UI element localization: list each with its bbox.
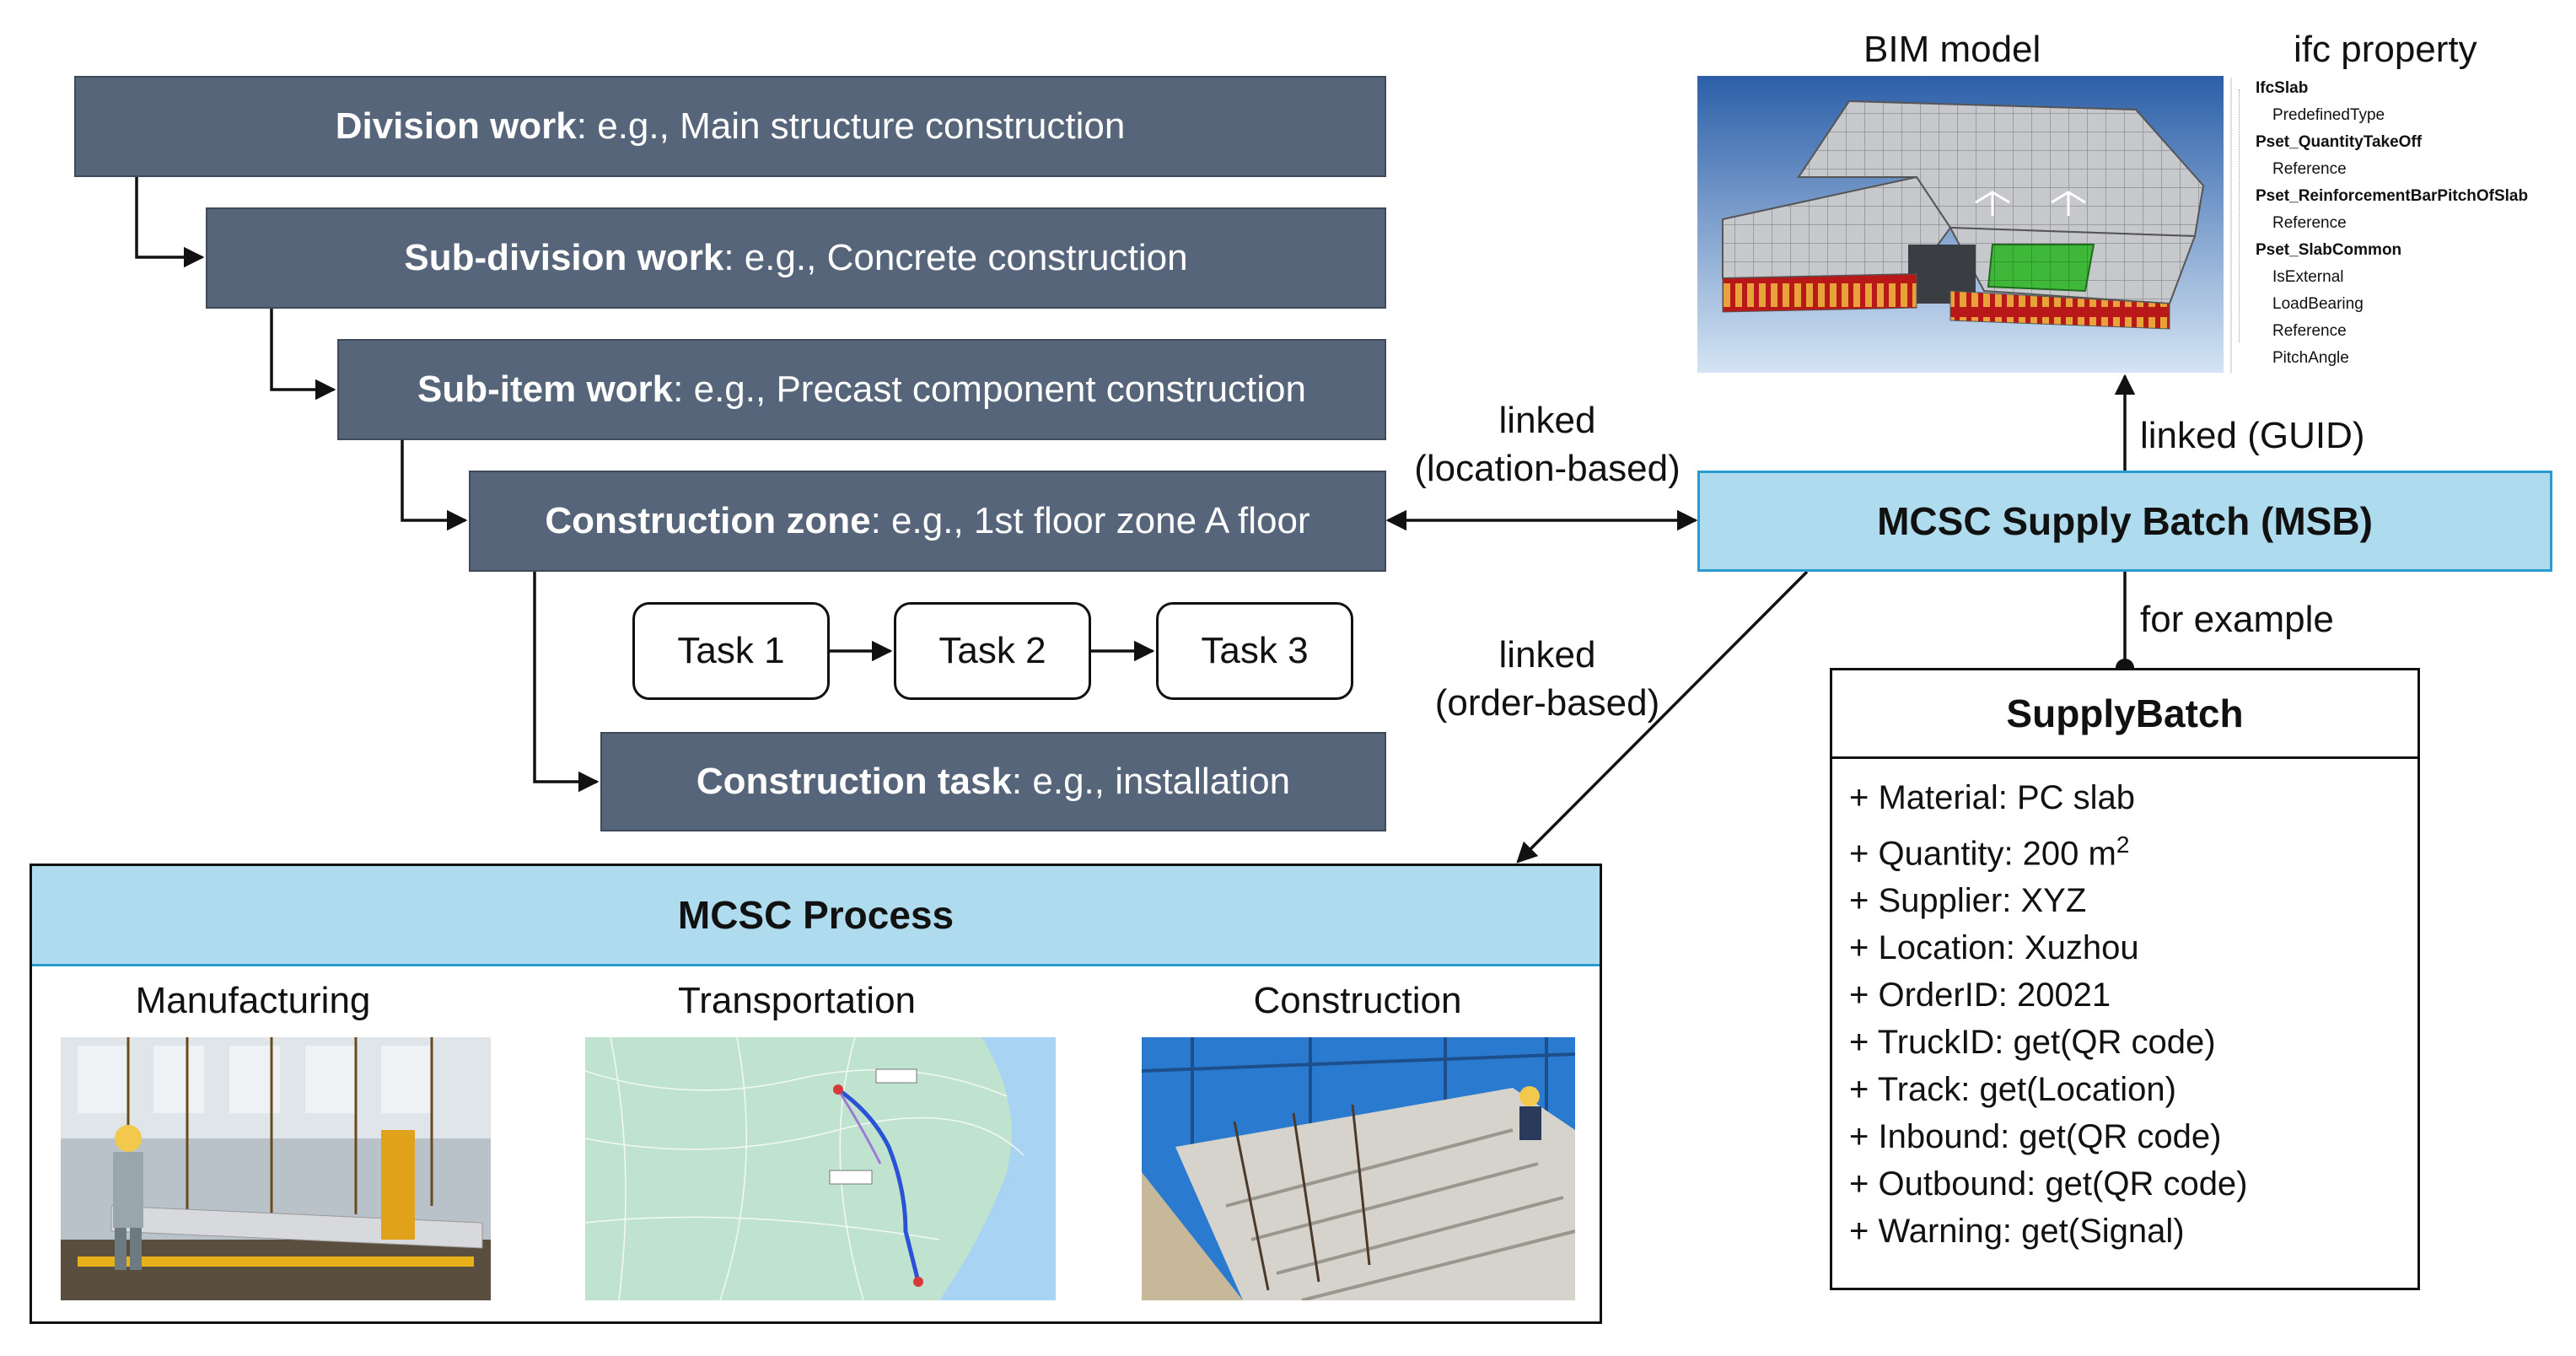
task-3-box: Task 3 [1156,602,1353,700]
link-location-line2: (location-based) [1414,448,1681,490]
mcsc-process-title: MCSC Process [32,866,1600,966]
stage-label-manufacturing: Manufacturing [135,980,371,1021]
ifc-tree-guide-line [2239,89,2240,342]
attr-quantity-text: + Quantity: 200 m [1849,835,2116,873]
transportation-map-image [585,1037,1056,1300]
ifc-property-tree: IfcSlab PredefinedType Pset_QuantityTake… [2230,78,2551,373]
ifc-tree-item: LoadBearing [2272,295,2364,313]
attr-orderid: + OrderID: 20021 [1849,977,2111,1014]
division-work-term: Division work [335,105,577,147]
ifc-tree-item: Pset_SlabCommon [2256,241,2402,259]
attr-quantity: + Quantity: 200 m2 [1832,821,2417,877]
division-work-box: Division work: e.g., Main structure cons… [74,76,1386,177]
attr-outbound: + Outbound: get(QR code) [1849,1165,2248,1203]
msb-box: MCSC Supply Batch (MSB) [1697,471,2552,572]
subdivision-work-term: Sub-division work [404,237,724,278]
link-guid-label: linked (GUID) [2140,415,2365,456]
supplybatch-title: SupplyBatch [1832,670,2417,759]
ifc-tree-item: Reference [2272,160,2347,178]
subitem-work-example: : e.g., Precast component construction [673,369,1306,410]
arrow-msb-process [1516,570,1809,864]
attr-track: + Track: get(Location) [1849,1071,2176,1109]
attr-inbound: + Inbound: get(QR code) [1849,1118,2222,1156]
division-work-example: : e.g., Main structure construction [576,105,1126,147]
link-location-label: linked (location-based) [1400,396,1695,492]
elbow-subdivision-to-subitem [270,309,336,401]
construction-zone-example: : e.g., 1st floor zone A floor [870,500,1310,541]
construction-task-example: : e.g., installation [1011,761,1291,802]
stage-label-construction: Construction [1253,980,1462,1021]
manufacturing-image [61,1037,491,1300]
attr-quantity-superscript: 2 [2116,831,2130,858]
subdivision-work-box: Sub-division work: e.g., Concrete constr… [206,207,1386,309]
ifc-tree-item: PredefinedType [2272,106,2385,124]
attr-material: + Material: PC slab [1849,779,2136,816]
ifc-tree-item: PitchAngle [2272,349,2349,367]
link-location-line1: linked [1498,400,1596,441]
construction-site-image [1142,1037,1575,1300]
ifc-tree-item: Reference [2272,322,2347,340]
subitem-work-box: Sub-item work: e.g., Precast component c… [337,339,1386,440]
construction-zone-box: Construction zone: e.g., 1st floor zone … [469,471,1386,572]
attr-truckid: + TruckID: get(QR code) [1849,1024,2216,1062]
bim-model-image [1697,76,2224,373]
attr-warning: + Warning: get(Signal) [1849,1213,2185,1251]
link-order-line1: linked [1498,634,1596,675]
task-2-box: Task 2 [894,602,1091,700]
for-example-label: for example [2140,599,2334,640]
construction-task-box: Construction task: e.g., installation [600,732,1386,831]
bim-model-label: BIM model [1863,29,2041,70]
subitem-work-term: Sub-item work [417,369,674,410]
ifc-property-label: ifc property [2294,29,2477,70]
ifc-tree-item: Reference [2272,214,2347,232]
supplybatch-attributes: + Material: PC slab + Quantity: 200 m2 +… [1832,759,2417,1255]
attr-location: + Location: Xuzhou [1849,929,2139,967]
stage-label-transportation: Transportation [677,980,917,1021]
subdivision-work-example: : e.g., Concrete construction [723,237,1188,278]
elbow-zone-to-task [533,572,600,793]
ifc-tree-item: IsExternal [2272,268,2344,286]
ifc-tree-item: Pset_QuantityTakeOff [2256,133,2423,151]
supplybatch-class-box: SupplyBatch + Material: PC slab + Quanti… [1830,668,2420,1290]
ifc-tree-item: Pset_ReinforcementBarPitchOfSlab [2256,187,2529,205]
attr-supplier: + Supplier: XYZ [1849,882,2087,920]
elbow-subitem-to-zone [401,440,468,531]
construction-task-term: Construction task [696,761,1012,802]
task-1-box: Task 1 [632,602,830,700]
link-order-label: linked (order-based) [1400,631,1695,727]
link-order-line2: (order-based) [1434,682,1660,724]
elbow-division-to-subdivision [135,177,205,268]
ifc-tree-item: IfcSlab [2256,79,2309,97]
construction-zone-term: Construction zone [545,500,871,541]
